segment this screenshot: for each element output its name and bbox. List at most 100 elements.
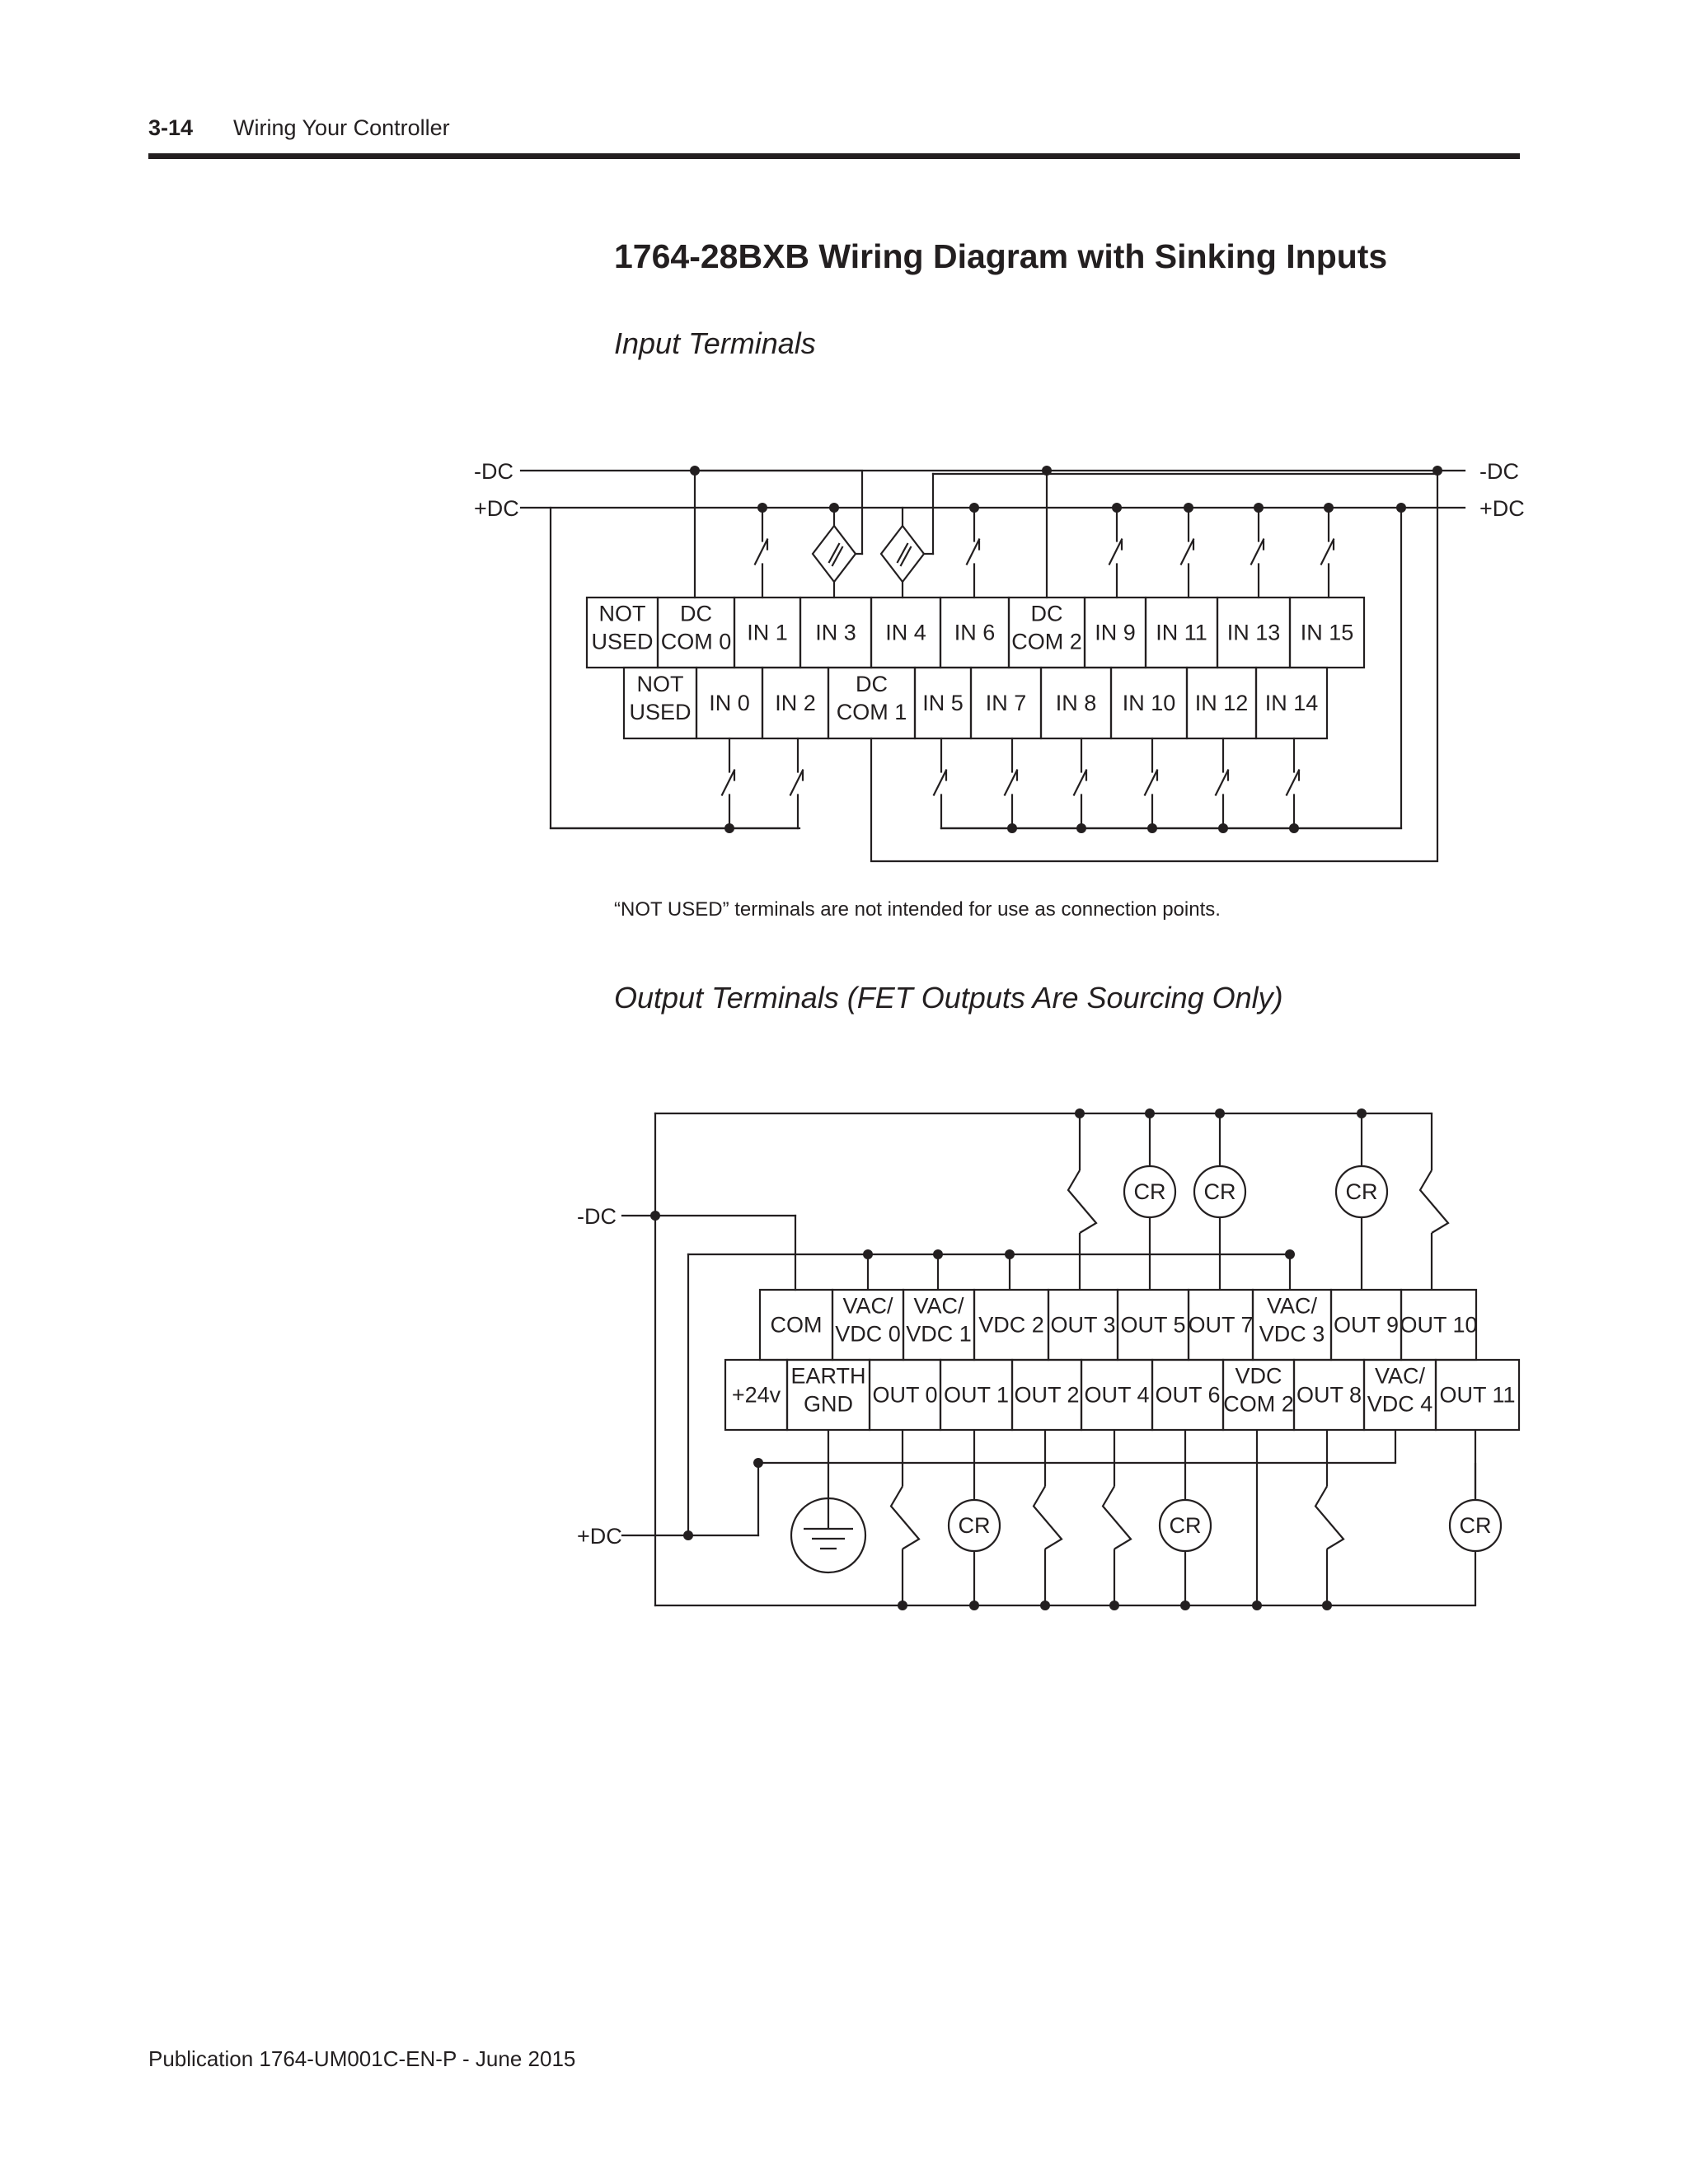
input-top-terminal-label-in-1: IN 1 [747,621,788,645]
page-title: 1764-28BXB Wiring Diagram with Sinking I… [614,237,1388,275]
output-top-terminal-label-out-3: OUT 3 [1050,1313,1115,1338]
input-bottom-terminal-label-in-14: IN 14 [1265,691,1319,715]
relay-coil-label: CR [1134,1179,1166,1204]
input-neg-dc-right-label: -DC [1479,459,1519,484]
input-bottom-terminal-label-not-used: USED [629,700,691,724]
input-bottom-terminal-label-in-12: IN 12 [1195,691,1249,715]
input-bottom-terminal-label-in-10: IN 10 [1123,691,1176,715]
footer-publication: Publication 1764-UM001C-EN-P - June 2015 [148,2046,576,2071]
input-switch [1214,737,1230,830]
output-top-terminal-label-com: COM [771,1313,823,1338]
relay-coil: CR [1123,1113,1177,1290]
input-switch [932,737,948,830]
input-switch [1072,737,1088,830]
input-top-terminal-label-dc-com-2: DC [1031,602,1063,626]
input-bottom-terminal-label-in-7: IN 7 [986,691,1027,715]
relay-coil-label: CR [1346,1179,1378,1204]
output-bottom-terminal-label-out-1: OUT 1 [944,1383,1009,1408]
input-switch [1143,737,1159,830]
input-switch [1285,737,1301,830]
input-pos-dc-right-label: +DC [1479,496,1525,521]
not-used-note: “NOT USED” terminals are not intended fo… [614,898,1221,921]
relay-coil: CR [1448,1463,1503,1605]
input-bottom-terminal-label-in-0: IN 0 [709,691,750,715]
output-top-terminal-label-vac-vdc-3: VAC/ [1267,1294,1318,1319]
input-heading: Input Terminals [614,326,816,360]
relay-coil: CR [1158,1430,1212,1605]
input-top-terminal-label-in-15: IN 15 [1301,621,1354,645]
input-switch [720,737,736,830]
output-top-terminal-label-out-5: OUT 5 [1120,1313,1185,1338]
output-bottom-terminal-label-earth-gnd: GND [804,1392,853,1417]
input-top-terminal-label-in-3: IN 3 [815,621,856,645]
output-neg-dc-label: -DC [577,1204,617,1229]
output-bottom-terminal-label-vac-vdc-4: VDC 4 [1367,1392,1433,1417]
chapter-title: Wiring Your Controller [233,115,450,140]
output-bottom-terminal-label-vdc-com-2: VDC [1235,1364,1282,1389]
output-heading: Output Terminals (FET Outputs Are Sourci… [614,981,1283,1015]
output-top-terminal-label-out-7: OUT 7 [1188,1313,1253,1338]
output-top-terminal-label-vac-vdc-3: VDC 3 [1259,1322,1325,1347]
input-switch [965,506,981,599]
input-bottom-terminal-box [1254,666,1329,740]
resistive-load [889,1430,921,1605]
input-switch [1003,737,1019,830]
relay-coil-label: CR [1170,1513,1202,1538]
relay-coil: CR [1334,1113,1389,1290]
input-top-terminal-label-in-4: IN 4 [885,621,926,645]
input-switch [1108,506,1123,599]
output-pos-dc-label: +DC [577,1524,622,1549]
earth-ground-icon [790,1430,867,1574]
input-bottom-terminal-label-not-used: NOT [637,672,684,696]
input-top-terminal-label-in-11: IN 11 [1156,621,1207,645]
relay-coil-label: CR [1460,1513,1492,1538]
relay-coil-label: CR [959,1513,991,1538]
output-bottom-terminal-box [1434,1358,1521,1432]
input-bottom-terminal-label-in-5: IN 5 [922,691,964,715]
page-number: 3-14 [148,115,194,140]
resistive-load [1032,1430,1063,1605]
resistive-load [1418,1113,1450,1290]
input-top-terminal-label-not-used: USED [591,630,653,654]
output-top-terminal-label-vac-vdc-0: VDC 0 [835,1322,901,1347]
input-bottom-terminal-label-in-8: IN 8 [1056,691,1097,715]
output-bottom-terminal-label-vac-vdc-4: VAC/ [1375,1364,1426,1389]
input-switch [1320,506,1335,599]
output-bottom-terminal-label-out-4: OUT 4 [1084,1383,1149,1408]
input-top-terminal-label-dc-com-2: COM 2 [1011,630,1082,654]
input-bottom-terminal-label-dc-com-1: COM 1 [837,700,907,724]
proximity-sensor [811,506,864,599]
resistive-load [1101,1430,1132,1605]
input-top-terminal-label-in-13: IN 13 [1227,621,1281,645]
output-bottom-terminal-label-out-0: OUT 0 [872,1383,937,1408]
input-switch [1179,506,1195,599]
input-top-terminal-label-dc-com-0: COM 0 [661,630,732,654]
output-top-terminal-label-vac-vdc-1: VDC 1 [906,1322,972,1347]
input-switch [789,737,804,830]
relay-coil: CR [1193,1113,1247,1290]
output-bottom-terminal-label-out-2: OUT 2 [1014,1383,1079,1408]
relay-coil: CR [947,1430,1001,1605]
output-top-terminal-label-vac-vdc-1: VAC/ [913,1294,964,1319]
input-top-terminal-label-in-9: IN 9 [1095,621,1136,645]
output-bottom-terminal-label-vdc-com-2: COM 2 [1223,1392,1294,1417]
output-bottom-terminal-label-earth-gnd: EARTH [790,1364,865,1389]
header-rule [148,153,1520,159]
input-bottom-terminal-label-in-2: IN 2 [775,691,816,715]
output-top-terminal-label-out-10: OUT 10 [1400,1313,1477,1338]
input-pos-dc-left-label: +DC [474,496,519,521]
proximity-sensor [879,506,935,599]
resistive-load [1067,1113,1098,1290]
input-switch [1250,506,1265,599]
input-top-terminal-label-dc-com-0: DC [680,602,712,626]
input-top-terminal-label-not-used: NOT [599,602,646,626]
relay-coil-label: CR [1204,1179,1236,1204]
input-neg-dc-left-label: -DC [474,459,513,484]
output-top-terminal-label-vac-vdc-0: VAC/ [842,1294,893,1319]
input-bottom-terminal-label-dc-com-1: DC [856,672,888,696]
output-bottom-terminal-label-out-6: OUT 6 [1155,1383,1220,1408]
output-bottom-terminal-label-out-8: OUT 8 [1296,1383,1362,1408]
output-bottom-terminal-label-out-11: OUT 11 [1439,1383,1515,1408]
